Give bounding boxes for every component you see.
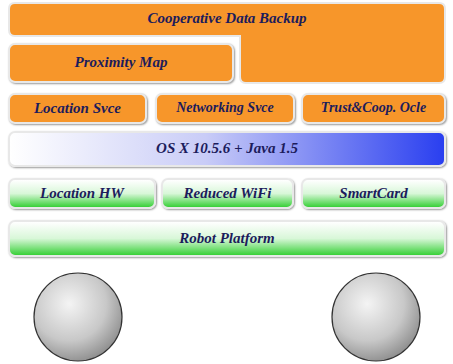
box-label: SmartCard	[335, 186, 411, 202]
box-label: Networking Svce	[172, 101, 278, 116]
box-label: Reduced WiFi	[180, 186, 276, 202]
label-holder: Cooperative Data Backup	[8, 2, 446, 36]
hardware-box: Reduced WiFi	[161, 178, 294, 209]
service-box: Proximity Map	[8, 43, 234, 83]
hardware-box: Location HW	[8, 178, 156, 209]
hardware-box: SmartCard	[301, 178, 446, 209]
os-layer: OS X 10.5.6 + Java 1.5	[8, 131, 446, 167]
right-wheel	[332, 273, 420, 361]
service-box: Trust&Coop. Ocle	[301, 93, 446, 124]
l-shape-fill	[9, 3, 445, 83]
service-box: Networking Svce	[155, 93, 295, 124]
box-label: Cooperative Data Backup	[143, 11, 310, 27]
box-label: Location Svce	[30, 101, 125, 117]
box-label: Robot Platform	[175, 231, 278, 247]
box-label: Proximity Map	[71, 55, 172, 71]
service-box: Location Svce	[8, 93, 147, 124]
left-wheel	[34, 273, 122, 361]
platform-layer: Robot Platform	[8, 220, 446, 257]
box-label: Location HW	[36, 186, 128, 202]
box-label: Trust&Coop. Ocle	[317, 101, 430, 116]
box-label: OS X 10.5.6 + Java 1.5	[152, 141, 302, 157]
